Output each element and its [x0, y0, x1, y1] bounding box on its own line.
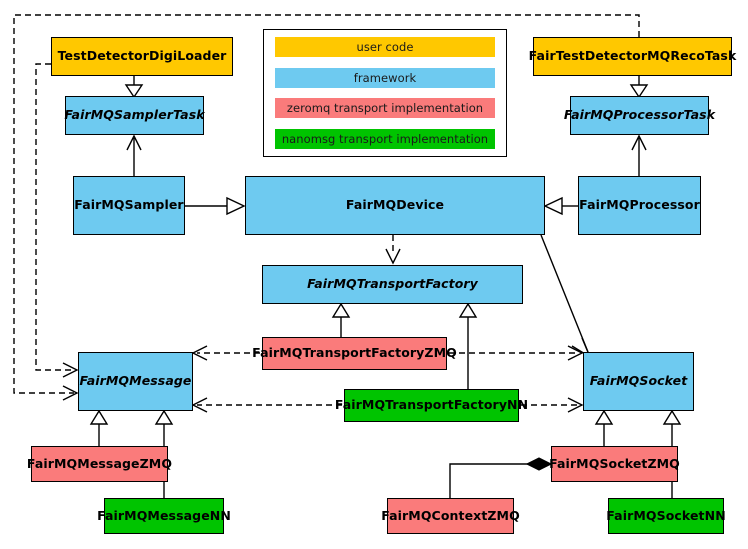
edge-generalization-factorynn-factory — [458, 302, 478, 389]
edge-dependency-factoryzmq-message — [191, 345, 260, 361]
class-node-FairMQDevice[interactable]: FairMQDevice — [245, 176, 545, 235]
edge-generalization-processor-device — [543, 196, 578, 216]
legend-item-user-code: user code — [275, 37, 495, 57]
edge-generalization-sampler-device — [185, 196, 246, 216]
class-node-FairMQProcessorTask[interactable]: FairMQProcessorTask — [564, 96, 715, 135]
class-node-FairMQProcessor[interactable]: FairMQProcessor — [578, 176, 701, 235]
edge-dependency-factorynn-socket — [521, 397, 584, 413]
class-node-FairMQSocketNN[interactable]: FairMQSocketNN — [606, 498, 726, 534]
class-node-FairMQMessageNN[interactable]: FairMQMessageNN — [97, 498, 231, 534]
class-node-label: FairMQTransportFactoryNN — [334, 397, 529, 413]
class-node-label: FairMQSocketNN — [606, 507, 726, 523]
class-node-label: FairMQContextZMQ — [381, 507, 520, 523]
class-node-label: FairMQMessageZMQ — [26, 455, 173, 471]
class-node-FairMQMessage[interactable]: FairMQMessage — [78, 352, 193, 411]
legend-label-zeromq: zeromq transport implementation — [286, 101, 484, 116]
class-node-FairMQSampler[interactable]: FairMQSampler — [73, 176, 185, 235]
edge-composition-contextzmq-socketzmq — [449, 457, 553, 498]
edge-dependency-device-transportfactory — [385, 235, 401, 265]
class-node-FairMQTransportFactory[interactable]: FairMQTransportFactory — [262, 265, 523, 304]
class-node-label: FairMQMessage — [79, 373, 192, 389]
class-node-TestDetectorDigiLoader[interactable]: TestDetectorDigiLoader — [51, 37, 233, 76]
class-node-label: FairMQMessageNN — [97, 507, 231, 523]
edge-generalization-digiloader-samplertask — [124, 76, 144, 99]
class-node-FairMQSocketZMQ[interactable]: FairMQSocketZMQ — [549, 446, 680, 482]
class-node-label: FairMQProcessor — [579, 197, 700, 213]
legend-item-nanomsg: nanomsg transport implementation — [275, 128, 495, 149]
edge-generalization-socketzmq-socket — [594, 409, 614, 446]
class-node-label: TestDetectorDigiLoader — [57, 48, 227, 64]
class-node-label: FairMQProcessorTask — [563, 107, 716, 123]
class-node-label: FairMQTransportFactory — [307, 276, 478, 292]
edge-dependency-factorynn-message — [191, 397, 342, 413]
class-node-label: FairMQSocket — [589, 373, 688, 389]
edge-dependency-factoryzmq-socket — [449, 345, 584, 361]
class-node-FairMQTransportFactoryZMQ[interactable]: FairMQTransportFactoryZMQ — [252, 337, 457, 370]
edge-association-device-socket — [540, 234, 592, 359]
legend-item-framework: framework — [275, 67, 495, 88]
class-node-FairMQSocket[interactable]: FairMQSocket — [583, 352, 694, 411]
edge-generalization-recotask-processortask — [629, 76, 649, 99]
class-node-FairMQMessageZMQ[interactable]: FairMQMessageZMQ — [27, 446, 172, 482]
class-node-FairTestDetectorMQRecoTask[interactable]: FairTestDetectorMQRecoTask — [529, 37, 736, 76]
class-node-FairMQTransportFactoryNN[interactable]: FairMQTransportFactoryNN — [335, 389, 528, 422]
class-node-FairMQSamplerTask[interactable]: FairMQSamplerTask — [64, 96, 205, 135]
class-node-label: FairMQDevice — [345, 197, 445, 213]
class-node-label: FairTestDetectorMQRecoTask — [528, 48, 737, 64]
edge-generalization-messagezmq-message — [89, 409, 109, 446]
legend-label-user-code: user code — [356, 40, 414, 54]
class-node-label: FairMQTransportFactoryZMQ — [252, 345, 457, 361]
class-node-label: FairMQSamplerTask — [64, 107, 205, 123]
legend: user code framework zeromq transport imp… — [263, 29, 507, 157]
legend-item-zeromq: zeromq transport implementation — [275, 98, 495, 119]
edge-association-processor-processortask — [631, 134, 647, 176]
class-node-FairMQContextZMQ[interactable]: FairMQContextZMQ — [381, 498, 520, 534]
legend-label-framework: framework — [353, 70, 417, 85]
legend-label-nanomsg: nanomsg transport implementation — [281, 131, 489, 146]
edge-association-sampler-samplertask — [126, 134, 142, 176]
class-node-label: FairMQSampler — [74, 197, 184, 213]
edge-generalization-factoryzmq-factory — [331, 302, 351, 337]
class-node-label: FairMQSocketZMQ — [549, 455, 680, 471]
